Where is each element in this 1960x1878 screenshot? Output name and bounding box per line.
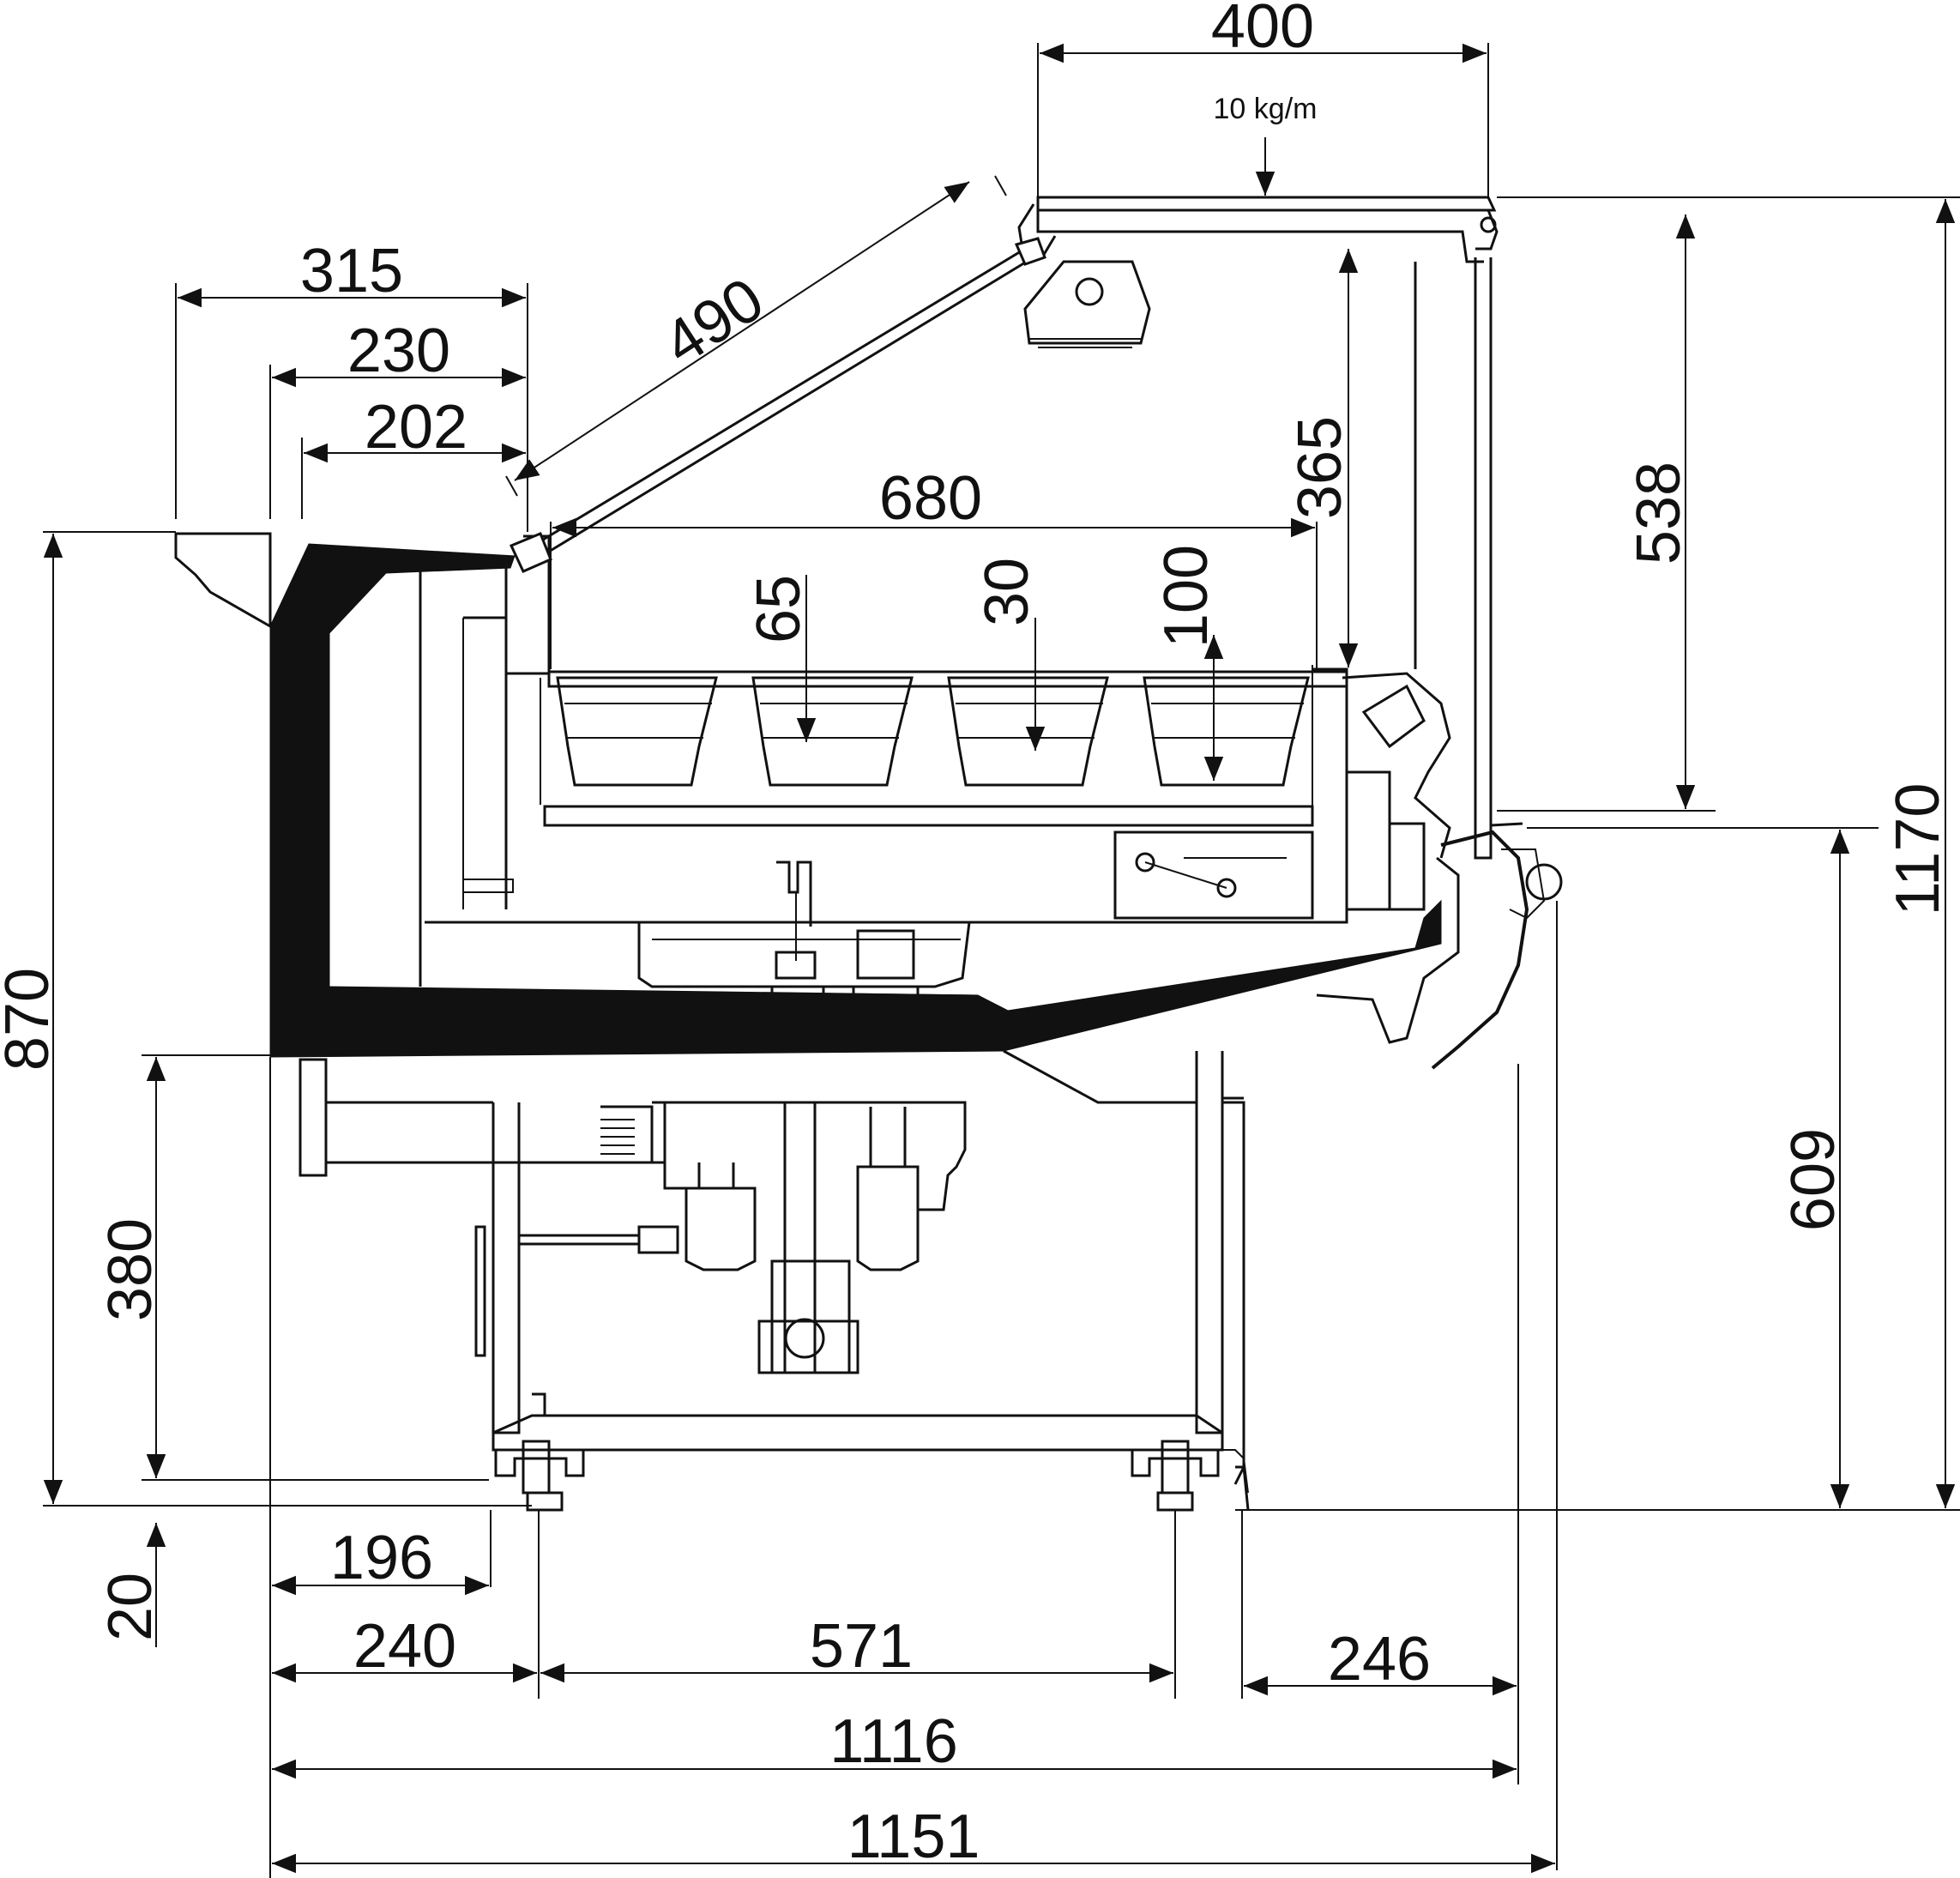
top-canopy <box>1017 196 1499 669</box>
dim-571: 571 <box>810 1612 913 1681</box>
product-trays <box>547 670 1348 787</box>
dim-400: 400 <box>1211 0 1314 61</box>
dim-65: 65 <box>745 575 813 643</box>
dim-1151: 1151 <box>847 1803 980 1871</box>
load-label: 10 kg/m <box>1214 93 1318 125</box>
dim-202: 202 <box>365 393 467 462</box>
tray-2 <box>751 676 914 787</box>
dim-870: 870 <box>0 968 62 1071</box>
dim-1170: 1170 <box>1884 783 1952 916</box>
base-frame <box>299 1049 1250 1512</box>
dimension-lines <box>43 43 1960 1878</box>
tray-1 <box>556 676 718 787</box>
dim-30: 30 <box>973 558 1041 626</box>
dim-20: 20 <box>96 1573 165 1641</box>
dim-365: 365 <box>1286 416 1354 519</box>
dim-100: 100 <box>1152 545 1221 648</box>
dim-246: 246 <box>1328 1625 1431 1694</box>
dim-315: 315 <box>300 237 403 305</box>
dim-230: 230 <box>347 317 450 385</box>
dim-196: 196 <box>330 1524 433 1592</box>
dim-538: 538 <box>1625 462 1693 565</box>
dim-490: 490 <box>652 265 775 379</box>
tray-4 <box>1143 676 1310 787</box>
dim-1116: 1116 <box>829 1707 957 1776</box>
dim-380: 380 <box>96 1218 165 1321</box>
dim-680: 680 <box>879 464 982 533</box>
dim-609: 609 <box>1779 1128 1848 1231</box>
dim-240: 240 <box>353 1612 456 1681</box>
tray-3 <box>947 676 1109 787</box>
